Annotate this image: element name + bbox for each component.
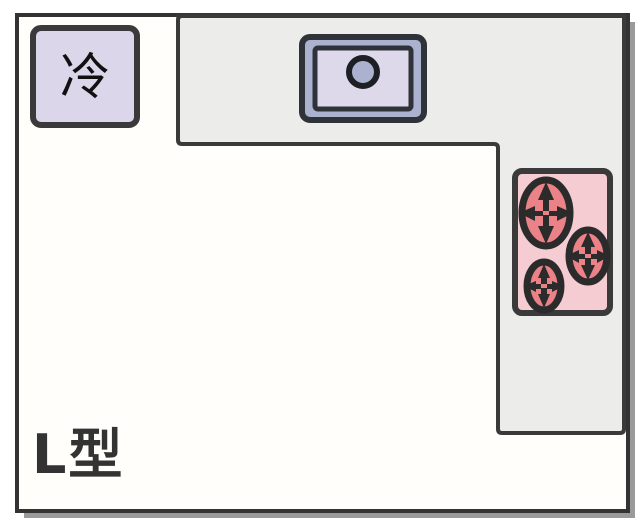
burner-small-icon: [523, 258, 565, 314]
burner-large-icon: [518, 176, 574, 250]
sink-drain-icon: [346, 55, 380, 89]
stove-group[interactable]: [512, 168, 613, 316]
layout-caption: L型: [32, 423, 125, 486]
sink-group[interactable]: [299, 34, 427, 123]
counter-l-shape: [176, 14, 626, 435]
burner-medium-icon: [565, 226, 611, 286]
refrigerator-box[interactable]: [30, 25, 140, 128]
